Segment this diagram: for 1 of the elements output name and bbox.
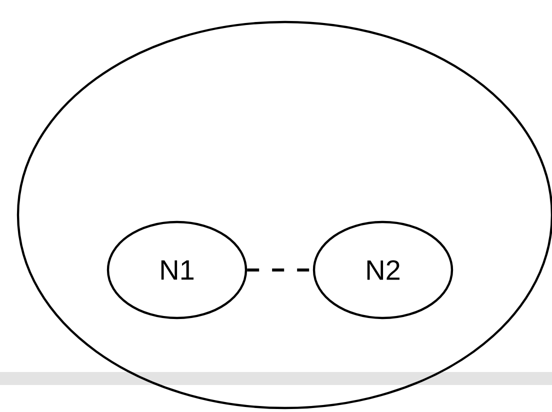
ellipse-outline xyxy=(16,20,552,410)
